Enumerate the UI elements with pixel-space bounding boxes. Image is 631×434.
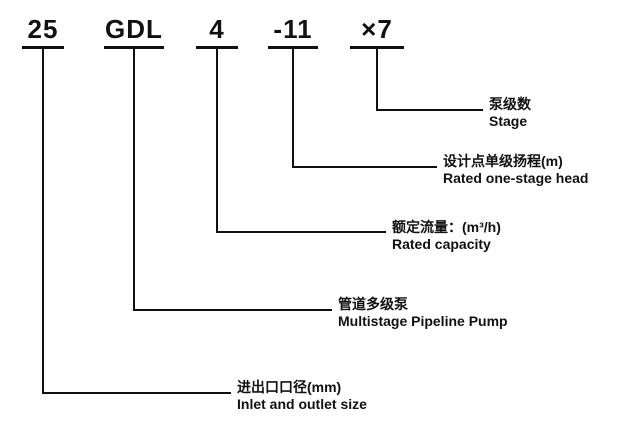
label-pump-type-en: Multistage Pipeline Pump — [338, 313, 508, 329]
connector-inlet-size — [42, 46, 231, 394]
label-inlet-size-zh: 进出口口径(mm) — [237, 379, 342, 395]
connector-stage — [376, 46, 483, 111]
label-rated-head: 设计点单级扬程(m) Rated one-stage head — [443, 153, 588, 187]
label-pump-type-zh: 管道多级泵 — [338, 296, 408, 312]
label-inlet-size: 进出口口径(mm) Inlet and outlet size — [237, 379, 367, 413]
label-stage-en: Stage — [489, 113, 528, 129]
label-rated-head-en: Rated one-stage head — [443, 170, 589, 186]
label-pump-type: 管道多级泵 Multistage Pipeline Pump — [338, 296, 508, 330]
label-inlet-size-en: Inlet and outlet size — [237, 396, 367, 412]
label-rated-head-zh: 设计点单级扬程(m) — [443, 153, 563, 169]
label-stage: 泵级数 Stage — [489, 96, 531, 130]
label-rated-capacity: 额定流量：(m³/h) Rated capacity — [392, 219, 501, 253]
code-segment-pump-type: GDL — [104, 12, 164, 49]
connector-rated-head — [292, 46, 437, 168]
connector-pump-type — [133, 46, 332, 311]
label-rated-capacity-zh: 额定流量：(m³/h) — [392, 219, 501, 235]
label-stage-zh: 泵级数 — [489, 96, 531, 112]
connector-rated-capacity — [216, 46, 386, 233]
label-rated-capacity-en: Rated capacity — [392, 236, 491, 252]
